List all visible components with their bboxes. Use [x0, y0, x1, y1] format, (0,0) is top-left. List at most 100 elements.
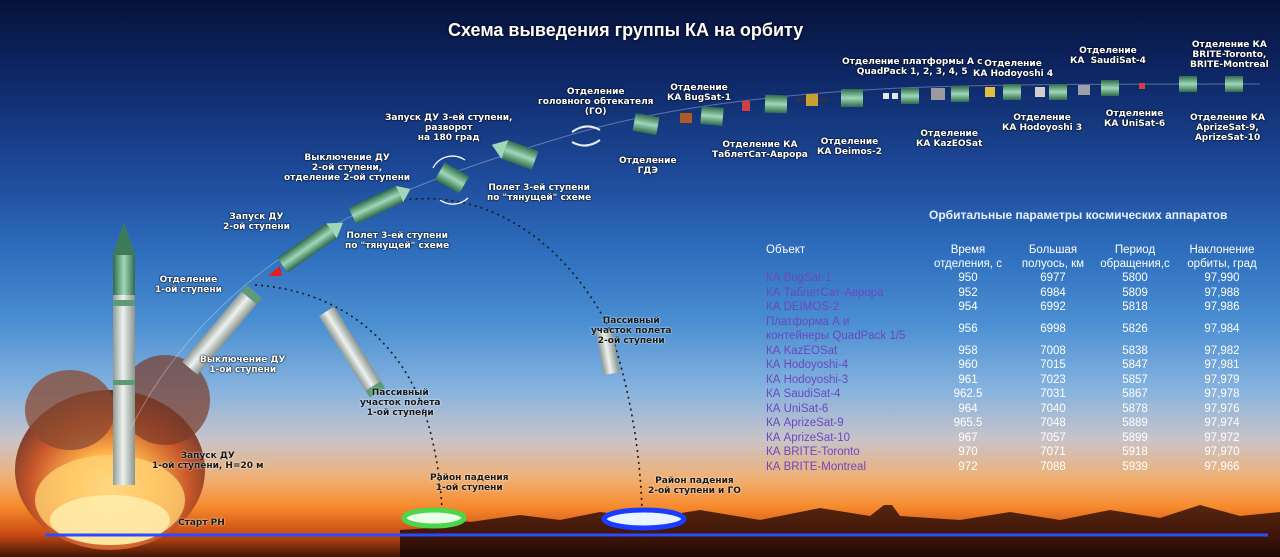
cell-semi-major-axis: 6984: [1040, 286, 1066, 299]
label-stage1-ignition: Запуск ДУ 1-ой ступени, H=20 м: [152, 451, 264, 471]
cell-period: 5857: [1122, 373, 1148, 386]
diagram-title: Схема выведения группы КА на орбиту: [448, 20, 804, 40]
fall-zone-stage1: [401, 507, 467, 529]
cell-semi-major-axis: 7057: [1040, 431, 1066, 444]
cell-separation-time: 962.5: [953, 388, 983, 400]
cell-semi-major-axis: 7008: [1040, 344, 1066, 357]
launch-fire: [15, 355, 210, 550]
label-sep-saudisat: Отделение КА SaudiSat-4: [1070, 46, 1146, 66]
cell-period: 5800: [1122, 272, 1148, 284]
cell-semi-major-axis: 6977: [1040, 272, 1066, 284]
cell-period: 5826: [1122, 322, 1148, 335]
cell-semi-major-axis: 7040: [1040, 402, 1066, 415]
cell-period: 5918: [1122, 446, 1148, 458]
orbit-table-title: Орбитальные параметры космических аппара…: [929, 208, 1228, 222]
label-sep-tabletsat: Отделение КА ТаблетСат-Аврора: [712, 140, 808, 160]
label-stage1-shutdown: Выключение ДУ 1-ой ступени: [200, 355, 286, 375]
cell-object: КА BRITE-Toronto: [766, 446, 860, 458]
cell-object: КА Hodoyoshi-3: [766, 373, 849, 386]
cell-object: КА UniSat-6: [766, 402, 829, 415]
table-row: КА AprizeSat-10 967 7057 5899 97,972: [766, 431, 1270, 446]
cell-object: КА BRITE-Montreal: [766, 460, 867, 473]
stage1-separated: [182, 285, 386, 398]
cell-period: 5838: [1122, 344, 1148, 357]
cell-inclination: 97,972: [1204, 431, 1240, 444]
label-fall-zone-1: Район падения 1-ой ступени: [430, 473, 509, 493]
label-sep-unisat: Отделение КА UniSat-6: [1104, 109, 1166, 129]
cell-inclination: 97,976: [1204, 402, 1240, 415]
label-sep-hodoyoshi4: Отделение КА Hodoyoshi 4: [973, 59, 1054, 79]
cell-separation-time: 950: [958, 272, 978, 284]
cell-object: КА ТаблетСат-Аврора: [766, 286, 884, 299]
cell-period: 5878: [1122, 402, 1148, 415]
cell-object: КА BugSat-1: [766, 272, 832, 284]
cell-semi-major-axis: 7015: [1040, 359, 1066, 371]
cell-separation-time: 954: [958, 301, 978, 313]
cell-inclination: 97,974: [1204, 417, 1240, 429]
label-stage2-shutdown: Выключение ДУ 2-ой ступени, отделение 2-…: [284, 153, 411, 183]
cell-inclination: 97,978: [1204, 388, 1240, 400]
cell-separation-time: 972: [958, 460, 978, 473]
label-sep-brite: Отделение КА BRITE-Toronto, BRITE-Montre…: [1190, 40, 1269, 70]
cell-inclination: 97,966: [1204, 460, 1240, 473]
table-row: КА BugSat-1 950 6977 5800 97,990: [766, 271, 1270, 286]
cell-inclination: 97,981: [1204, 359, 1240, 371]
cell-inclination: 97,970: [1204, 446, 1240, 458]
cell-period: 5899: [1122, 431, 1148, 444]
label-passive-stage2: Пассивный участок полета 2-ой ступени: [591, 316, 672, 346]
label-sep-hodoyoshi3: Отделение КА Hodoyoshi 3: [1002, 113, 1083, 133]
cell-inclination: 97,986: [1204, 301, 1240, 313]
orbit-table-body: КА BugSat-1 950 6977 5800 97,990 КА ТаблетСат…: [766, 271, 1270, 474]
cell-semi-major-axis: 7023: [1040, 373, 1066, 386]
cell-separation-time: 967: [958, 431, 978, 444]
launch-rocket: [113, 222, 135, 485]
cell-semi-major-axis: 7088: [1040, 460, 1066, 473]
cell-object: Платформа А и контейнеры QuadPack 1/5: [766, 315, 906, 343]
label-start: Старт РН: [178, 518, 225, 528]
label-stage3-ignition: Запуск ДУ 3-ей ступени, разворот на 180 …: [385, 113, 513, 143]
cell-inclination: 97,984: [1204, 322, 1240, 335]
label-fall-zone-2: Район падения 2-ой ступени и ГО: [648, 476, 741, 496]
label-fairing-separation: Отделение головного обтекателя (ГО): [538, 87, 654, 117]
cell-period: 5818: [1122, 301, 1148, 313]
cell-period: 5847: [1122, 359, 1148, 371]
table-row: КА UniSat-6 964 7040 5878 97,976: [766, 402, 1270, 417]
table-header-row: Объект Время отделения, с Большая полуос…: [766, 243, 1270, 271]
cell-object: КА AprizeSat-10: [766, 431, 851, 444]
cell-inclination: 97,988: [1204, 286, 1240, 299]
cell-inclination: 97,990: [1204, 272, 1240, 284]
horizon-silhouette: [400, 505, 1280, 557]
label-sep-aprizesat: Отделение КА AprizeSat-9, AprizeSat-10: [1190, 113, 1266, 143]
stage3-pieces: [432, 113, 660, 205]
cell-period: 5939: [1122, 460, 1148, 473]
label-stage1-separation: Отделение 1-ой ступени: [155, 275, 222, 295]
cell-object: КА SaudiSat-4: [766, 388, 841, 400]
cell-period: 5867: [1122, 388, 1148, 400]
label-sep-kazeosat: Отделение КА KazEOSat: [916, 129, 983, 149]
cell-separation-time: 961: [958, 373, 978, 386]
label-sep-quadpack: Отделение платформы А с QuadPack 1, 2, 3…: [842, 57, 983, 77]
orbit-parameters-table: Объект Время отделения, с Большая полуос…: [766, 243, 1270, 474]
label-stage3-pull-2: Полет 3-ей ступени по "тянущей" схеме: [487, 183, 592, 203]
label-sep-deimos: Отделение КА Deimos-2: [817, 137, 883, 157]
header-semi-major-axis: Большая полуось, км: [1021, 244, 1085, 270]
label-sep-bugsat: Отделение КА BugSat-1: [667, 83, 732, 103]
cell-separation-time: 964: [958, 402, 978, 415]
cell-separation-time: 965.5: [953, 417, 983, 429]
label-gde-separation: Отделение ГДЭ: [619, 156, 677, 176]
cell-separation-time: 958: [958, 344, 978, 357]
label-stage3-pull-1: Полет 3-ей ступени по "тянущей" схеме: [345, 231, 450, 251]
cell-period: 5809: [1122, 286, 1148, 299]
cell-period: 5889: [1122, 417, 1148, 429]
cell-separation-time: 956: [958, 322, 978, 335]
